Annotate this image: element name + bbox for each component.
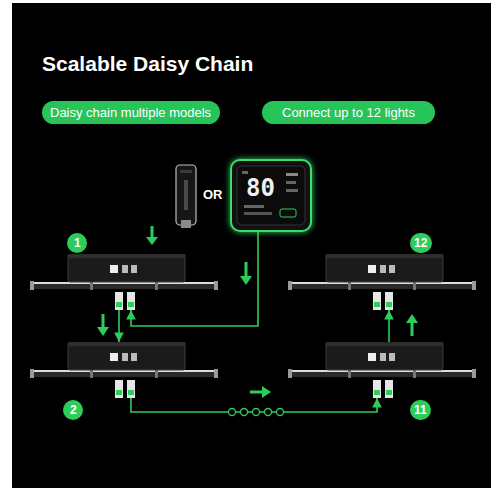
wifi-dongle <box>176 165 196 228</box>
light-node: 12 <box>288 254 476 310</box>
feature-pill: Connect up to 12 lights <box>262 101 435 124</box>
callout-circle: 1 <box>67 233 87 253</box>
callout-number: 1 <box>74 233 81 253</box>
light-node: 2 <box>30 342 218 398</box>
pill-text: Connect up to 12 lights <box>282 101 415 124</box>
or-label: OR <box>203 187 223 202</box>
controller-node: 80 <box>230 159 312 232</box>
light-fixture <box>30 342 218 398</box>
cable-connector <box>118 310 120 342</box>
callout-number: 11 <box>414 400 427 420</box>
light-node: 1 <box>30 254 218 310</box>
callout-circle: 2 <box>63 400 83 420</box>
light-node: 11 <box>288 342 476 398</box>
cable-connector <box>388 310 390 342</box>
light-fixture <box>288 254 476 310</box>
callout-circle: 12 <box>410 233 432 253</box>
title: Scalable Daisy Chain <box>42 52 253 76</box>
pill-text: Daisy chain multiple models <box>50 101 211 124</box>
feature-pill: Daisy chain multiple models <box>42 101 220 124</box>
callout-number: 2 <box>70 400 77 420</box>
light-fixture <box>30 254 218 310</box>
light-fixture <box>288 342 476 398</box>
callout-number: 12 <box>414 233 427 253</box>
callout-circle: 11 <box>410 400 431 420</box>
display-reading: 80 <box>246 174 275 202</box>
